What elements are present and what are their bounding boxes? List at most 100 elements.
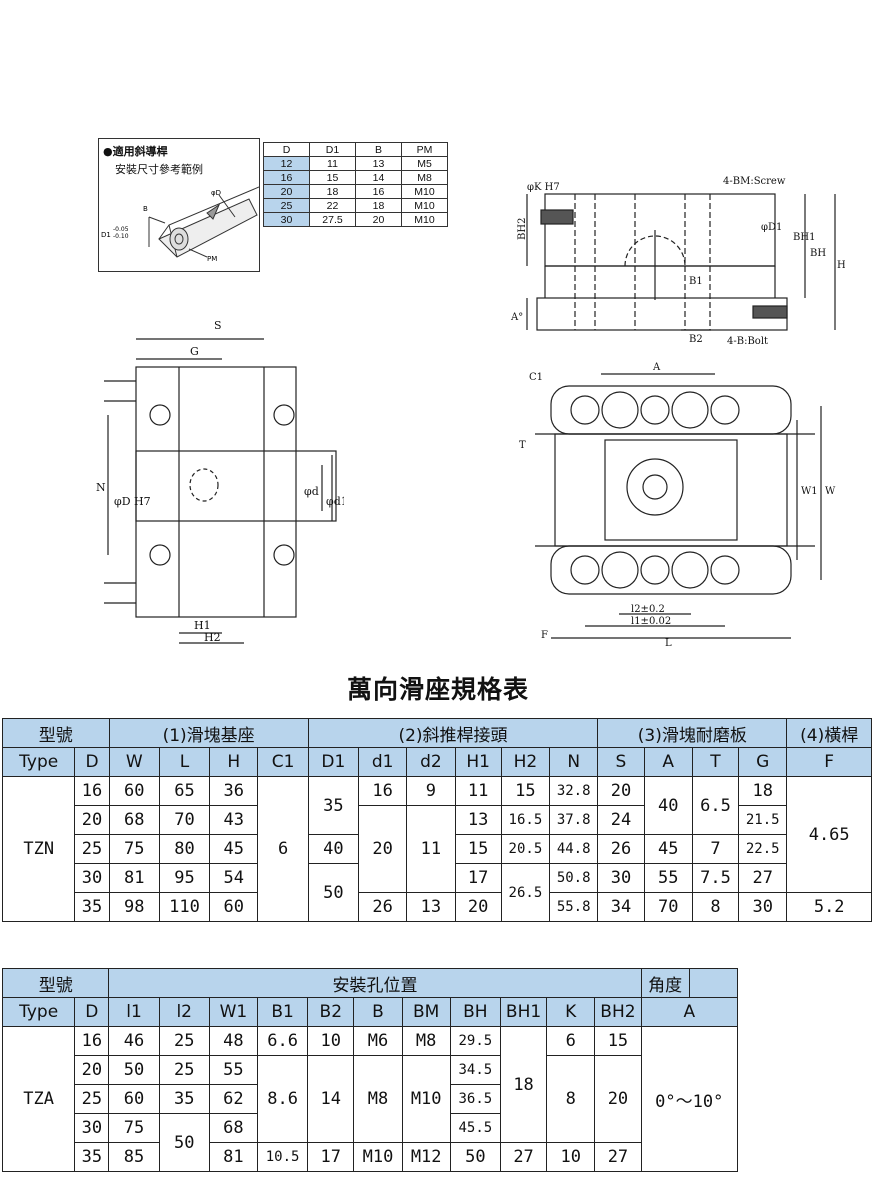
mini-cell: 16 (263, 170, 310, 185)
col-l: L (158, 747, 211, 777)
cell: 24 (597, 805, 645, 835)
cell: 36.5 (449, 1084, 501, 1114)
cell: 34.5 (449, 1055, 501, 1085)
cell: 6 (546, 1026, 596, 1056)
cell: 80 (158, 834, 211, 864)
cell: 17 (307, 1142, 355, 1172)
col-a: A (643, 747, 693, 777)
cell: 7.5 (691, 863, 740, 893)
table-row: 30 75 50 68 45.5 (3, 1113, 738, 1172)
cell: M8 (401, 1026, 451, 1056)
cell: 32.8 (549, 776, 599, 806)
col-d1: D1 (307, 747, 359, 777)
cell: 5.2 (786, 892, 872, 922)
label-a-top: A (652, 362, 661, 373)
group-slide-base: (1)滑塊基座 (108, 718, 309, 748)
col-t: T (691, 747, 740, 777)
cell: 50.8 (549, 863, 599, 893)
mini-cell: 27.5 (309, 212, 356, 227)
label-w1: W1 (801, 486, 818, 497)
cell: 7 (691, 834, 740, 864)
label-h1: H1 (194, 619, 211, 632)
table-col-row: Type D l1 l2 W1 B1 B2 B BM BH BH1 K BH2 … (1, 997, 739, 1027)
reference-subtitle: 安裝尺寸參考範例 (115, 163, 203, 176)
cell: 4.65 (786, 776, 872, 893)
cell: 35 (307, 776, 359, 835)
mini-cell: 12 (263, 156, 310, 171)
cell: 46 (108, 1026, 160, 1056)
label-phid1-side: φd1 (326, 495, 344, 508)
label-c1: C1 (529, 372, 543, 383)
cell: 16.5 (500, 805, 551, 835)
mini-col-pm: PM (401, 142, 448, 157)
label-phid1: φD1 (761, 222, 782, 233)
cell: 25 (74, 1084, 110, 1114)
spec-table-title: 萬向滑座規格表 (346, 675, 529, 704)
cell: 36 (209, 776, 259, 806)
cell: 40 (643, 776, 693, 835)
col-b2: B2 (307, 997, 355, 1027)
cell: 13 (454, 805, 502, 835)
label-bh2: BH2 (517, 218, 528, 240)
cell: 55 (643, 863, 693, 893)
mini-cell: 18 (309, 184, 356, 199)
label-h2: H2 (204, 631, 221, 644)
cell: 10 (546, 1142, 596, 1172)
cell: 18 (738, 776, 788, 806)
cell: 6 (257, 776, 309, 922)
cell: 15 (454, 834, 502, 864)
label-b-bolt: 4-B:Bolt (727, 336, 768, 347)
cell: 22.5 (738, 834, 788, 864)
cell: M10 (353, 1142, 403, 1172)
mini-cell: 30 (263, 212, 310, 227)
table-row: 30 81 95 54 50 17 26.5 50.8 30 55 7.5 27 (3, 863, 872, 922)
cell: 8 (691, 892, 740, 922)
col-h2: H2 (500, 747, 551, 777)
ref-label-tol-lower: -0.10 (113, 233, 129, 240)
cell: 8 (546, 1055, 596, 1143)
col-f: F (786, 747, 872, 777)
cell: 30 (74, 1113, 110, 1143)
cell: 6.5 (691, 776, 740, 835)
cell: 20 (357, 805, 408, 893)
cell: 85 (108, 1142, 160, 1172)
label-f: F (541, 630, 548, 641)
cell: 30 (738, 892, 788, 922)
label-n: N (96, 481, 106, 494)
cell: 11 (406, 805, 456, 893)
col-d1-small: d1 (357, 747, 408, 777)
cell: 55.8 (549, 892, 599, 922)
cell: 81 (108, 863, 160, 893)
cell: 75 (108, 834, 160, 864)
group-angle-blank (688, 968, 739, 998)
mini-cell: 15 (309, 170, 356, 185)
cell: 48 (208, 1026, 259, 1056)
cell: 44.8 (549, 834, 599, 864)
cell: 37.8 (549, 805, 599, 835)
table-row: 20 50 25 55 8.6 14 M8 M10 34.5 8 20 (3, 1055, 738, 1143)
ref-label-pm: PM (207, 255, 217, 263)
col-bh: BH (449, 997, 501, 1027)
col-n: N (549, 747, 599, 777)
mini-cell: 14 (355, 170, 402, 185)
table-group-row: 型號 (1)滑塊基座 (2)斜推桿接頭 (3)滑塊耐磨板 (4)橫桿 (2, 718, 872, 748)
col-bm: BM (401, 997, 451, 1027)
cell: 21.5 (738, 805, 788, 835)
mini-cell: 22 (309, 198, 356, 213)
type-cell: TZN (1, 776, 76, 922)
label-s: S (214, 319, 222, 332)
col-c1: C1 (257, 747, 309, 777)
cell: 95 (158, 863, 211, 893)
cell: 20.5 (500, 834, 551, 864)
mini-col-d1: D1 (309, 142, 356, 157)
cell: 9 (406, 776, 456, 806)
mini-cell: M10 (401, 198, 448, 213)
table-row: TZA 16 46 25 48 6.6 10 M6 M8 29.5 18 6 1… (1, 1026, 739, 1172)
mini-cell: 20 (263, 184, 310, 199)
cell: 43 (209, 805, 259, 835)
col-w1: W1 (208, 997, 259, 1027)
cell: 25 (158, 1055, 210, 1085)
label-a-deg: A° (510, 312, 523, 323)
side-view-drawing: S G N φD H7 φd φd1 H1 H2 (96, 319, 344, 644)
cell: 20 (74, 805, 110, 835)
